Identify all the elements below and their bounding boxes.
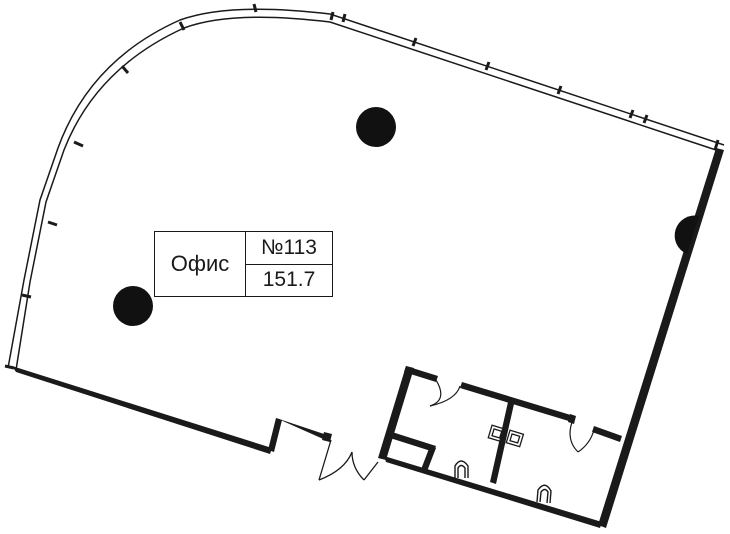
glazed-facade <box>7 8 725 371</box>
bathroom-block <box>378 366 622 528</box>
room-number: №113 <box>246 232 332 265</box>
room-label: Офис №113 151.7 <box>154 231 333 297</box>
column-top <box>356 107 396 147</box>
bathroom-doors <box>429 379 595 453</box>
facade-mullions <box>4 3 720 370</box>
bottom-wall <box>12 366 332 454</box>
column-right <box>674 215 699 254</box>
entrance-door <box>318 439 379 481</box>
right-wall <box>598 148 724 528</box>
room-meta: №113 151.7 <box>246 232 332 296</box>
room-area: 151.7 <box>262 268 316 292</box>
structural-columns <box>113 107 699 326</box>
room-name: Офис <box>155 232 246 296</box>
column-left <box>113 286 153 326</box>
sinks <box>487 424 525 448</box>
toilets <box>454 460 552 504</box>
